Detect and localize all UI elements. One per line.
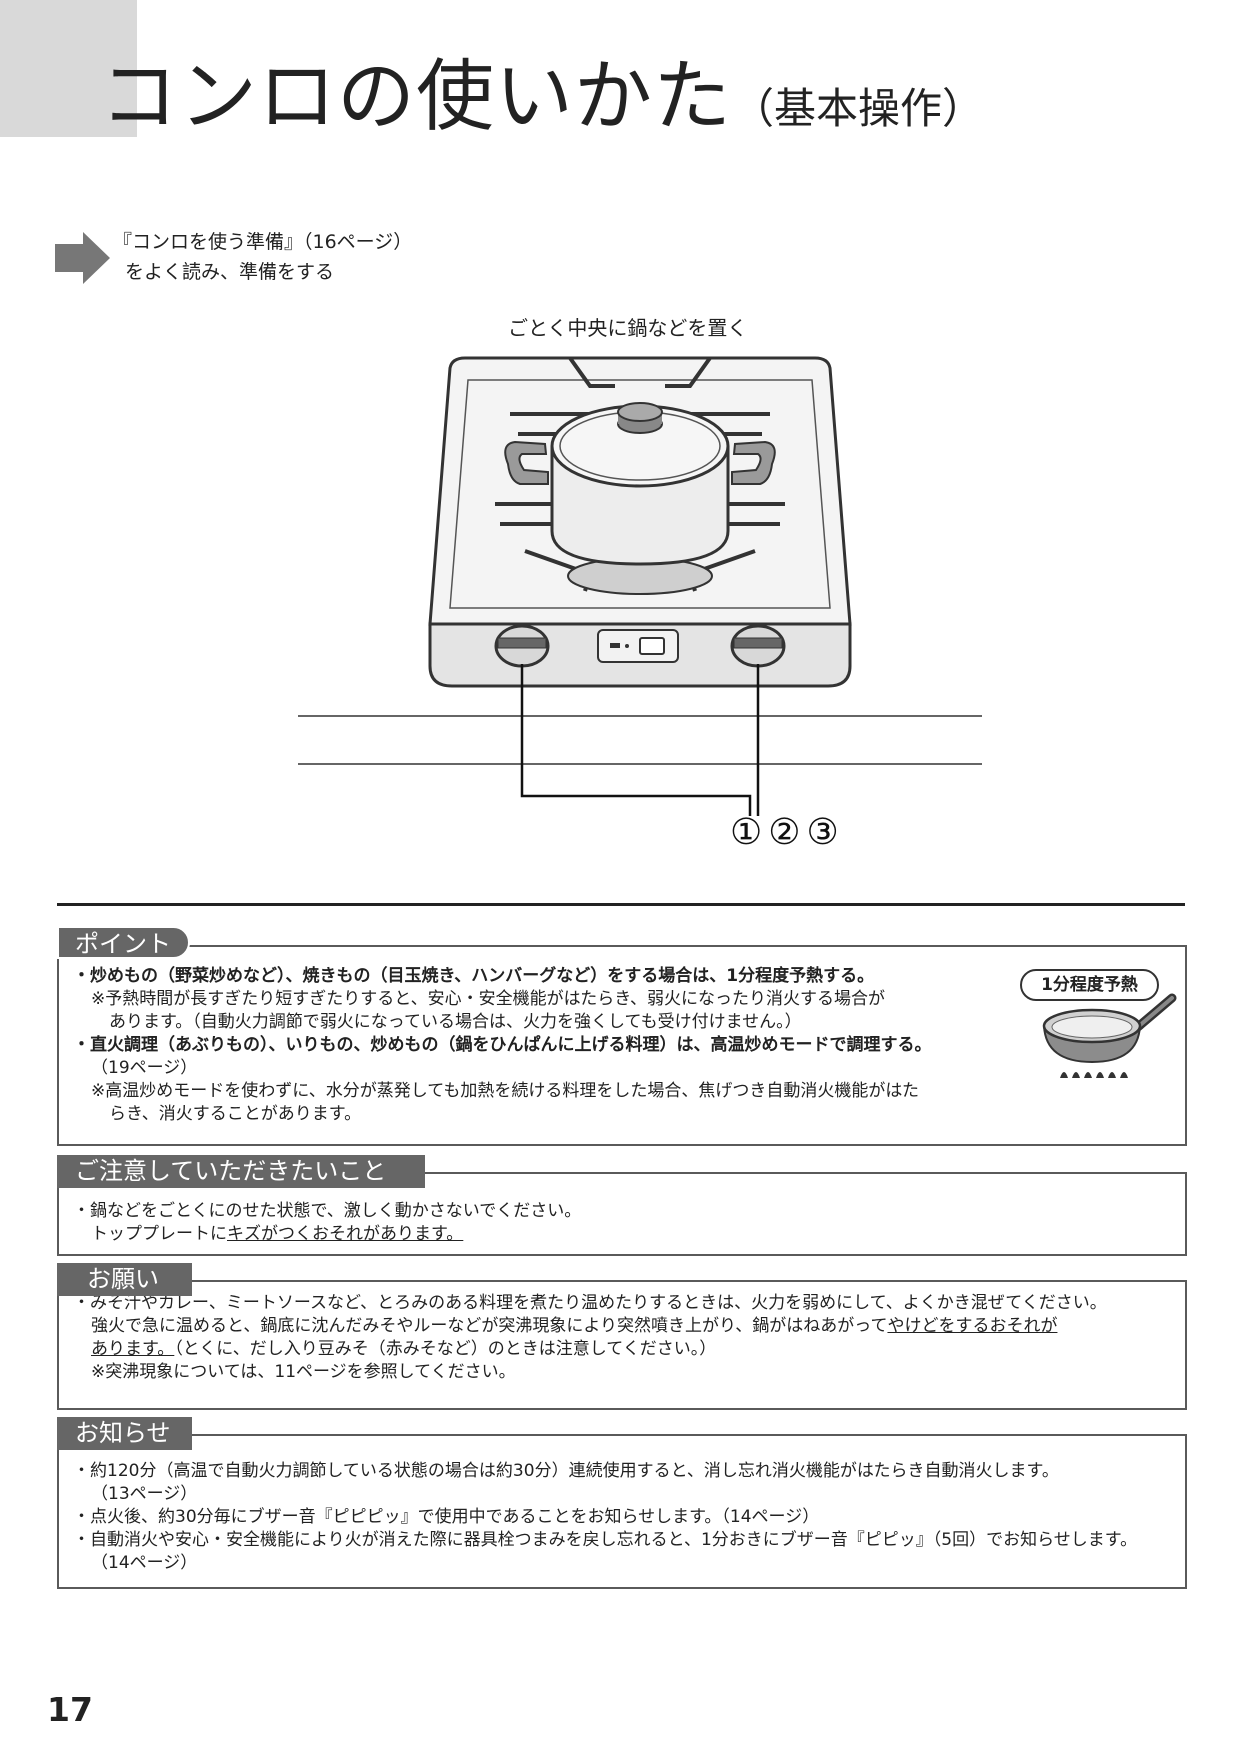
point-item-1: ・炒めもの（野菜炒めなど）、焼きもの（目玉焼き、ハンバーグなど）をする場合は、1…: [73, 966, 875, 986]
request-box: ・みそ汁やカレー、ミートソースなど、とろみのある料理を煮たり温めたりするときは、…: [57, 1280, 1187, 1410]
notice-item-1: ・約120分（高温で自動火力調節している状態の場合は約30分）連続使用すると、消…: [73, 1461, 1059, 1481]
caution-line-1: ・鍋などをごとくにのせた状態で、激しく動かさないでください。: [73, 1201, 582, 1221]
point-tag: ポイント: [57, 926, 190, 959]
notice-box: ・約120分（高温で自動火力調節している状態の場合は約30分）連続使用すると、消…: [57, 1434, 1187, 1589]
section-divider: [57, 903, 1185, 906]
preheat-badge: 1分程度予熱: [1020, 969, 1159, 1001]
notice-item-3-ref: （14ページ）: [91, 1553, 198, 1573]
request-tag: お願い: [57, 1263, 192, 1296]
page-subtitle: （基本操作）: [732, 84, 985, 133]
page-title: コンロの使いかた（基本操作）: [100, 58, 984, 136]
caution-tag: ご注意していただきたいこと: [57, 1155, 425, 1188]
frying-pan-icon: [1042, 993, 1177, 1078]
page-title-text: コンロの使いかた: [100, 52, 733, 142]
corner-tab: [0, 0, 137, 137]
request-line-3-underlined: あります。: [91, 1339, 175, 1359]
point-item-2-note-2: らき、消火することがあります。: [109, 1104, 362, 1124]
notice-item-1-ref: （13ページ）: [91, 1484, 198, 1504]
caution-warning-underlined: キズがつくおそれがあります。: [227, 1224, 464, 1244]
illustration-caption: ごとく中央に鍋などを置く: [508, 316, 748, 340]
notice-tag: お知らせ: [57, 1417, 192, 1450]
notice-item-2: ・点火後、約30分毎にブザー音『ピピピッ』で使用中であることをお知らせします。（…: [73, 1507, 820, 1527]
point-item-1-note-2: あります。（自動火力調節で弱火になっている場合は、火力を強くしても受け付けません…: [109, 1012, 802, 1032]
request-line-4: ※突沸現象については、11ページを参照してください。: [91, 1362, 516, 1382]
stove-illustration: [298, 356, 982, 816]
caution-line-2: トッププレートに: [91, 1224, 227, 1244]
point-box: ・炒めもの（野菜炒めなど）、焼きもの（目玉焼き、ハンバーグなど）をする場合は、1…: [57, 945, 1187, 1146]
point-item-1-note-1: ※予熱時間が長すぎたり短すぎたりすると、安心・安全機能がはたらき、弱火になったり…: [91, 989, 886, 1009]
request-line-2-underlined: やけどをするおそれが: [887, 1316, 1058, 1336]
request-line-2: 強火で急に温めると、鍋底に沈んだみそやルーなどが突沸現象により突然噴き上がり、鍋…: [91, 1316, 888, 1336]
point-item-2-note-1: ※高温炒めモードを使わずに、水分が蒸発しても加熱を続ける料理をした場合、焦げつき…: [91, 1081, 920, 1101]
point-item-2: ・直火調理（あぶりもの）、いりもの、炒めもの（鍋をひんぱんに上げる料理）は、高温…: [73, 1035, 932, 1055]
request-line-3: （とくに、だし入り豆みそ（赤みそなど）のときは注意してください。）: [174, 1339, 717, 1359]
prep-line-1: 『コンロを使う準備』（16ページ）: [113, 231, 413, 253]
request-line-1: ・みそ汁やカレー、ミートソースなど、とろみのある料理を煮たり温めたりするときは、…: [73, 1293, 1107, 1313]
prep-line-2: をよく読み、準備をする: [125, 261, 335, 283]
notice-item-3: ・自動消火や安心・安全機能により火が消えた際に器具栓つまみを戻し忘れると、1分お…: [73, 1530, 1138, 1550]
caution-box: ・鍋などをごとくにのせた状態で、激しく動かさないでください。 トッププレートにキ…: [57, 1172, 1187, 1256]
arrow-right-icon: [55, 232, 110, 284]
knob-number-labels: ①②③: [730, 812, 845, 853]
prep-instruction: 『コンロを使う準備』（16ページ） をよく読み、準備をする: [113, 227, 412, 287]
point-item-2-ref: （19ページ）: [91, 1058, 198, 1078]
page-number: 17: [47, 1690, 93, 1729]
